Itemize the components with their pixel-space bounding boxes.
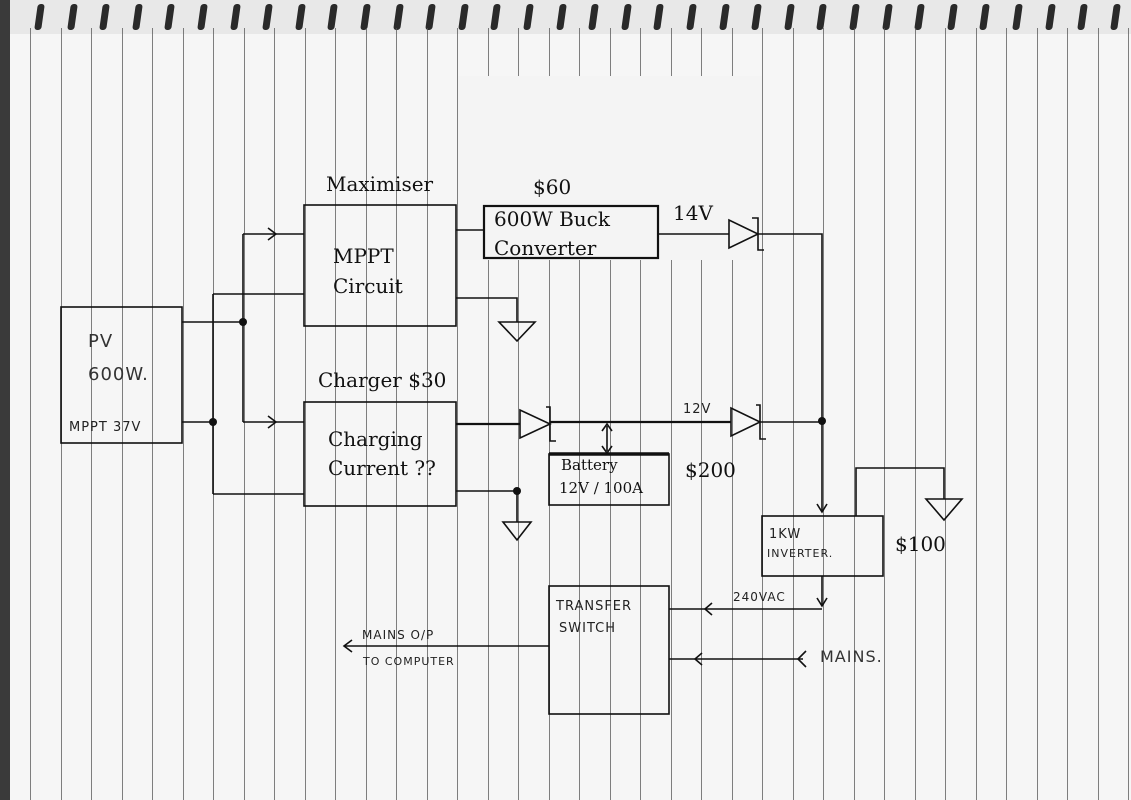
ruled-line	[488, 28, 489, 800]
battery-label-line2: 12V / 100A	[559, 479, 643, 497]
ruled-line	[30, 28, 31, 800]
mppt-box	[303, 204, 457, 327]
ruled-line	[1128, 28, 1129, 800]
pv-label: PV	[88, 331, 114, 352]
charger-label-line1: Charging	[328, 427, 423, 451]
mains-input-label: MAINS.	[820, 647, 883, 666]
ruled-line	[1098, 28, 1099, 800]
inverter-price: $100	[895, 532, 946, 556]
battery-price: $200	[685, 458, 736, 482]
inverter-box	[761, 515, 884, 577]
voltage-12v-label: 12V	[683, 402, 712, 417]
ruled-line	[396, 28, 397, 800]
pv-power-label: 600W.	[88, 364, 149, 385]
ruled-line	[976, 28, 977, 800]
ruled-line	[91, 28, 92, 800]
pasted-paper-patch	[458, 76, 762, 260]
ruled-line	[457, 28, 458, 800]
buck-label-line1: 600W Buck	[494, 207, 610, 231]
ruled-line	[610, 28, 611, 800]
ruled-line	[1037, 28, 1038, 800]
ruled-line	[732, 28, 733, 800]
ruled-line	[671, 28, 672, 800]
page-edge	[0, 0, 10, 800]
ruled-line	[122, 28, 123, 800]
buck-label-line2: Converter	[494, 236, 597, 260]
buck-price: $60	[533, 175, 572, 199]
ruled-line	[793, 28, 794, 800]
charger-label-line2: Current ??	[328, 456, 436, 480]
voltage-14v-label: 14V	[673, 201, 713, 225]
ruled-line	[640, 28, 641, 800]
ac-240v-label: 240VAC	[733, 590, 786, 604]
charger-box	[303, 401, 457, 507]
mppt-label-line2: Circuit	[333, 274, 403, 298]
pv-mppt-voltage-label: MPPT 37V	[69, 420, 142, 435]
buck-converter-box	[482, 204, 660, 260]
ruled-line	[1067, 28, 1068, 800]
mains-output-label-line2: TO COMPUTER	[363, 655, 455, 668]
transfer-switch-label-line2: SWITCH	[559, 621, 616, 636]
ruled-line	[305, 28, 306, 800]
mppt-title: Maximiser	[326, 172, 434, 196]
ruled-line	[427, 28, 428, 800]
ruled-line	[183, 28, 184, 800]
mains-output-label-line1: MAINS O/P	[362, 628, 435, 642]
junction-dot	[239, 318, 247, 326]
ruled-line	[579, 28, 580, 800]
ruled-line	[884, 28, 885, 800]
transfer-switch-box	[548, 585, 670, 715]
mppt-label-line1: MPPT	[333, 244, 394, 268]
charger-title: Charger $30	[318, 368, 447, 392]
ruled-line	[366, 28, 367, 800]
ruled-line	[945, 28, 946, 800]
inverter-label-line2: INVERTER.	[767, 547, 834, 560]
ruled-line	[915, 28, 916, 800]
ruled-line	[152, 28, 153, 800]
pv-panel-box	[60, 306, 183, 444]
ruled-line	[244, 28, 245, 800]
battery-label-line1: Battery	[561, 456, 618, 474]
ruled-line	[335, 28, 336, 800]
ruled-line	[854, 28, 855, 800]
transfer-switch-label-line1: TRANSFER	[556, 599, 633, 614]
ruled-line	[701, 28, 702, 800]
inverter-label-line1: 1KW	[769, 527, 802, 542]
ruled-line	[762, 28, 763, 800]
junction-dot	[513, 487, 521, 495]
junction-dot	[209, 418, 217, 426]
ruled-line	[518, 28, 519, 800]
ruled-line	[1006, 28, 1007, 800]
ruled-line	[823, 28, 824, 800]
ruled-line	[274, 28, 275, 800]
junction-dot	[818, 417, 826, 425]
